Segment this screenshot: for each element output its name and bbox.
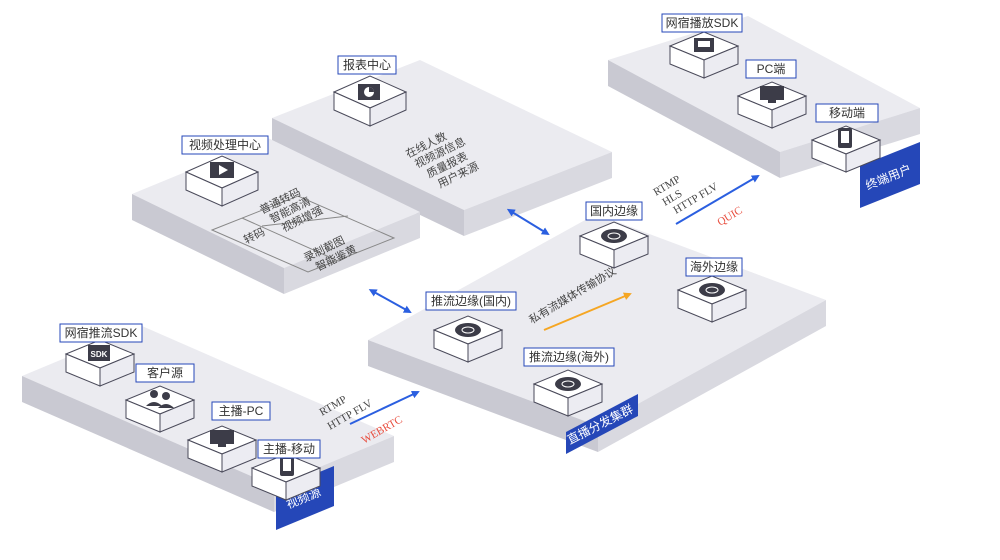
terminal-mobile[interactable]: 移动端 (810, 103, 882, 173)
mobile-icon (838, 128, 852, 148)
monitor-icon (210, 430, 234, 447)
source-customer[interactable]: 客户源 (124, 363, 196, 433)
svg-text:客户源: 客户源 (147, 365, 183, 380)
svg-text:网宿推流SDK: 网宿推流SDK (65, 325, 138, 340)
report-center-node[interactable]: 报表中心 (332, 55, 408, 127)
terminal-player-sdk[interactable]: 网宿播放SDK (661, 13, 743, 79)
edge-node-icon (555, 377, 581, 391)
terminal-pc[interactable]: PC端 (736, 59, 808, 129)
terminal-protocols: RTMP HLS HTTP FLV QUIC (651, 173, 744, 228)
svg-text:SDK: SDK (91, 350, 108, 359)
video-play-icon (210, 162, 234, 178)
edge-node-icon (455, 323, 481, 337)
svg-text:报表中心: 报表中心 (343, 57, 391, 72)
svg-text:QUIC: QUIC (715, 204, 744, 228)
svg-text:主播-移动: 主播-移动 (263, 442, 315, 456)
cluster-push-edge-domestic[interactable]: 推流边缘(国内) (425, 291, 517, 363)
edge-node-icon (601, 229, 627, 243)
svg-text:移动端: 移动端 (829, 106, 865, 120)
cluster-domestic-edge[interactable]: 国内边缘 (578, 201, 650, 269)
svg-text:海外边缘: 海外边缘 (690, 259, 738, 274)
monitor-icon (760, 86, 784, 103)
push-sdk-icon: SDK (88, 345, 110, 361)
svg-text:推流边缘(海外): 推流边缘(海外) (529, 349, 609, 364)
svg-text:推流边缘(国内): 推流边缘(国内) (431, 294, 511, 308)
player-sdk-icon (694, 38, 714, 52)
report-icon (358, 84, 380, 100)
svg-text:PC端: PC端 (757, 62, 786, 76)
svg-text:网宿播放SDK: 网宿播放SDK (666, 15, 739, 30)
private-protocol-arrow (543, 292, 632, 331)
cluster-terminal-arrow (675, 174, 760, 225)
source-anchor-pc[interactable]: 主播-PC (186, 401, 271, 473)
svg-text:主播-PC: 主播-PC (219, 404, 264, 418)
source-cluster-arrow (349, 390, 420, 425)
terminal-users-band: 终端用户 (860, 142, 920, 208)
report-cluster-arrow (506, 208, 550, 236)
cluster-overseas-edge[interactable]: 海外边缘 (676, 257, 748, 323)
edge-node-icon (699, 283, 725, 297)
source-push-sdk[interactable]: SDK 网宿推流SDK (59, 323, 143, 387)
video-cluster-arrow (368, 289, 412, 313)
source-anchor-mobile[interactable]: 主播-移动 (250, 439, 322, 501)
svg-text:国内边缘: 国内边缘 (590, 204, 638, 218)
svg-text:视频处理中心: 视频处理中心 (189, 137, 261, 152)
users-icon (146, 390, 174, 408)
mobile-icon (280, 456, 294, 476)
video-center-node[interactable]: 视频处理中心 (181, 135, 269, 207)
cluster-push-edge-overseas[interactable]: 推流边缘(海外) (523, 347, 615, 417)
